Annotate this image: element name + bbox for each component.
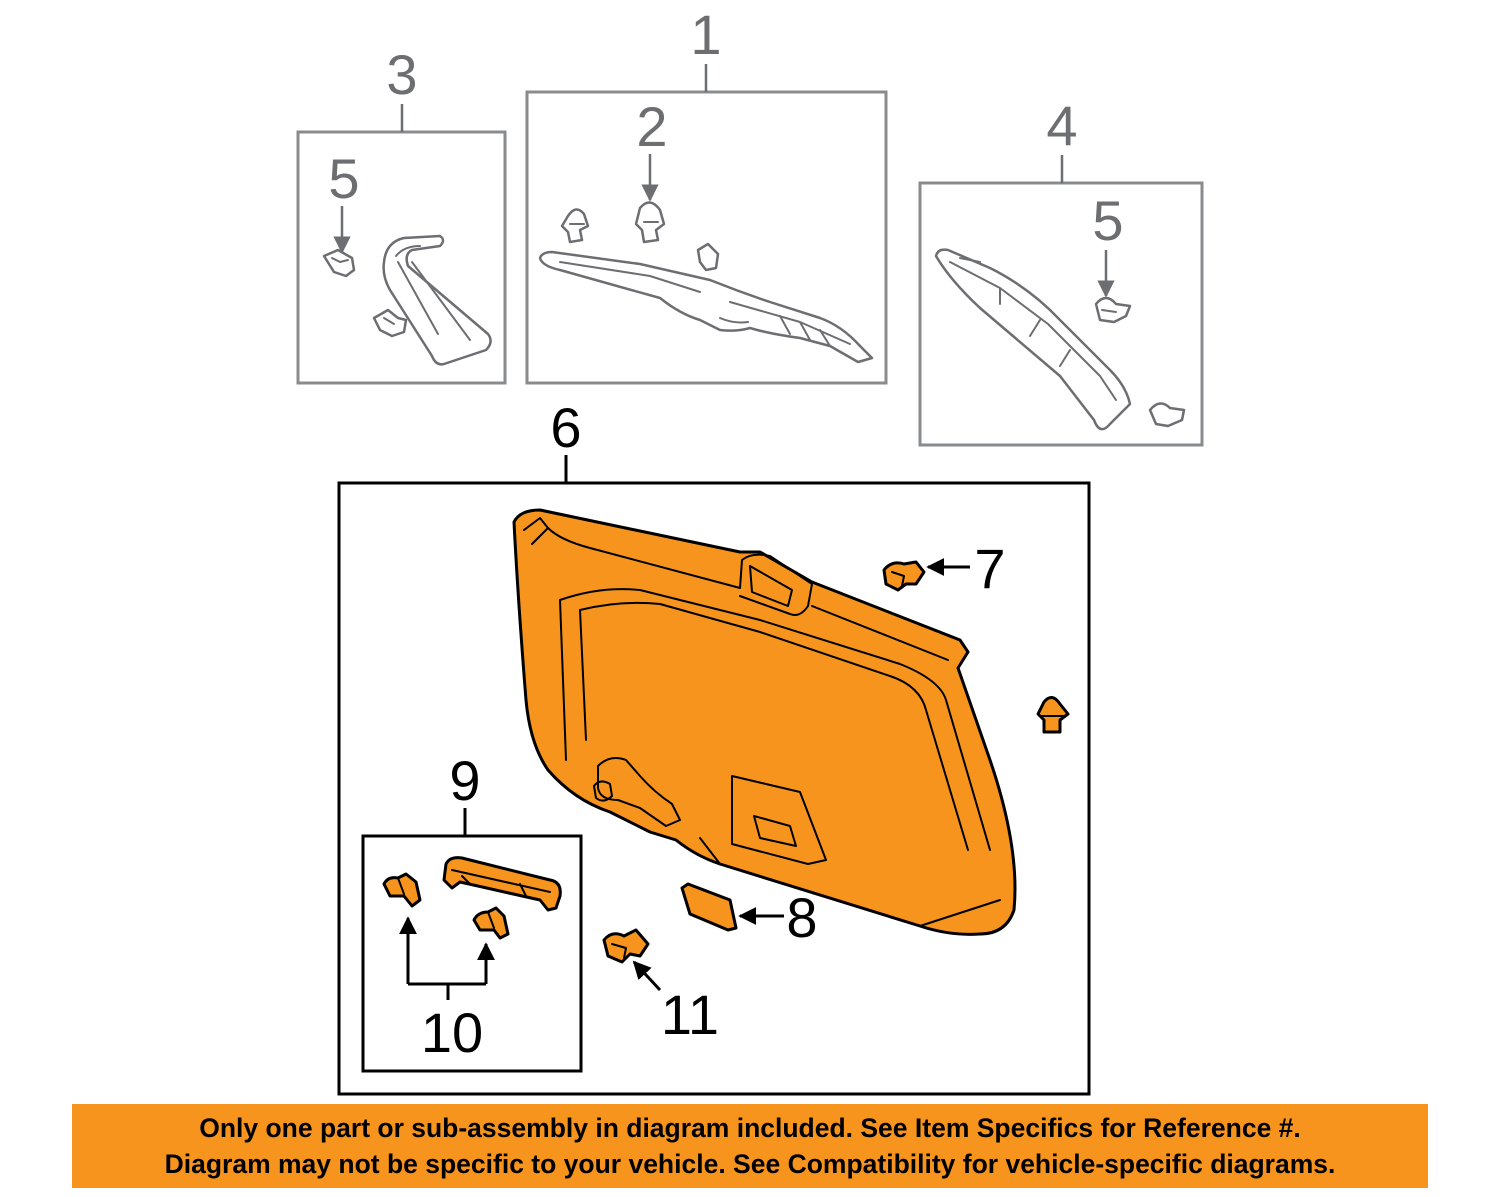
clip-7 xyxy=(882,560,926,592)
clip-4-lower xyxy=(1148,402,1186,428)
callout-7: 7 xyxy=(974,537,1005,600)
cover-8 xyxy=(680,882,738,932)
disclaimer-line-1: Only one part or sub-assembly in diagram… xyxy=(199,1113,1301,1143)
group-6: 6 7 8 xyxy=(337,396,1091,1096)
clip-5-left xyxy=(322,248,356,278)
back-door-trim-board xyxy=(512,508,1017,936)
bracket-1 xyxy=(696,242,720,272)
clip-2 xyxy=(634,201,666,244)
clip-6-right xyxy=(1036,696,1070,734)
callout-5-left: 5 xyxy=(328,147,359,210)
group-9: 9 10 xyxy=(361,749,583,1073)
clip-1-left xyxy=(560,208,590,244)
callout-3: 3 xyxy=(386,43,417,106)
group-3: 3 5 xyxy=(296,43,507,385)
callout-5-right: 5 xyxy=(1092,189,1123,252)
clip-10-right xyxy=(472,906,510,940)
callout-11: 11 xyxy=(661,983,719,1046)
group-9-frame xyxy=(361,834,583,1073)
callout-9: 9 xyxy=(449,749,480,812)
group-6-frame xyxy=(337,481,1091,1096)
clip-11 xyxy=(602,928,650,964)
callout-10: 10 xyxy=(421,1001,483,1064)
pillar-trim-3 xyxy=(382,234,492,366)
callout-1: 1 xyxy=(690,3,721,66)
disclaimer-line-2: Diagram may not be specific to your vehi… xyxy=(164,1149,1336,1179)
pillar-trim-4 xyxy=(934,248,1132,431)
garnish-1 xyxy=(538,250,874,364)
callout-2: 2 xyxy=(636,95,667,158)
pull-handle-9 xyxy=(442,856,562,912)
callout-8: 8 xyxy=(786,886,817,949)
group-4: 4 5 xyxy=(918,94,1204,447)
group-1: 1 2 xyxy=(525,3,888,385)
callout-4: 4 xyxy=(1046,94,1077,157)
clip-5-right xyxy=(1094,296,1132,324)
callout-6: 6 xyxy=(550,396,581,459)
clip-10-left xyxy=(382,872,422,908)
disclaimer-banner: Only one part or sub-assembly in diagram… xyxy=(72,1104,1428,1188)
clip-3-lower xyxy=(372,308,408,338)
